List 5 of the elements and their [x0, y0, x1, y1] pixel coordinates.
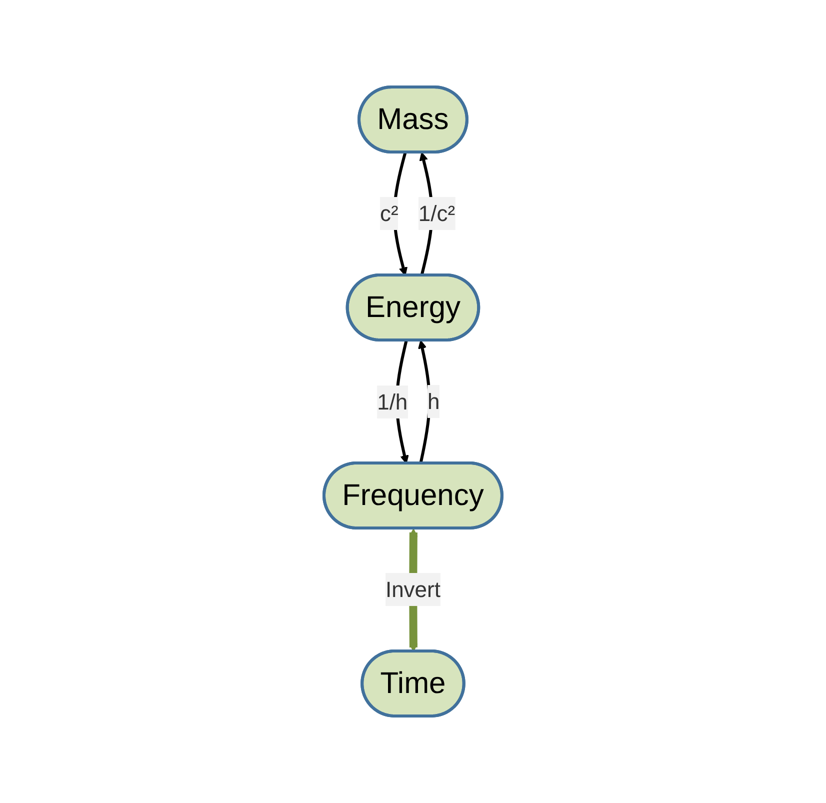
- edge-label: 1/c²: [418, 201, 456, 226]
- edge-label: h: [428, 388, 440, 414]
- edge-label: 1/h: [377, 389, 408, 414]
- edge-label: Invert: [385, 576, 441, 602]
- edge-label: c²: [380, 201, 398, 226]
